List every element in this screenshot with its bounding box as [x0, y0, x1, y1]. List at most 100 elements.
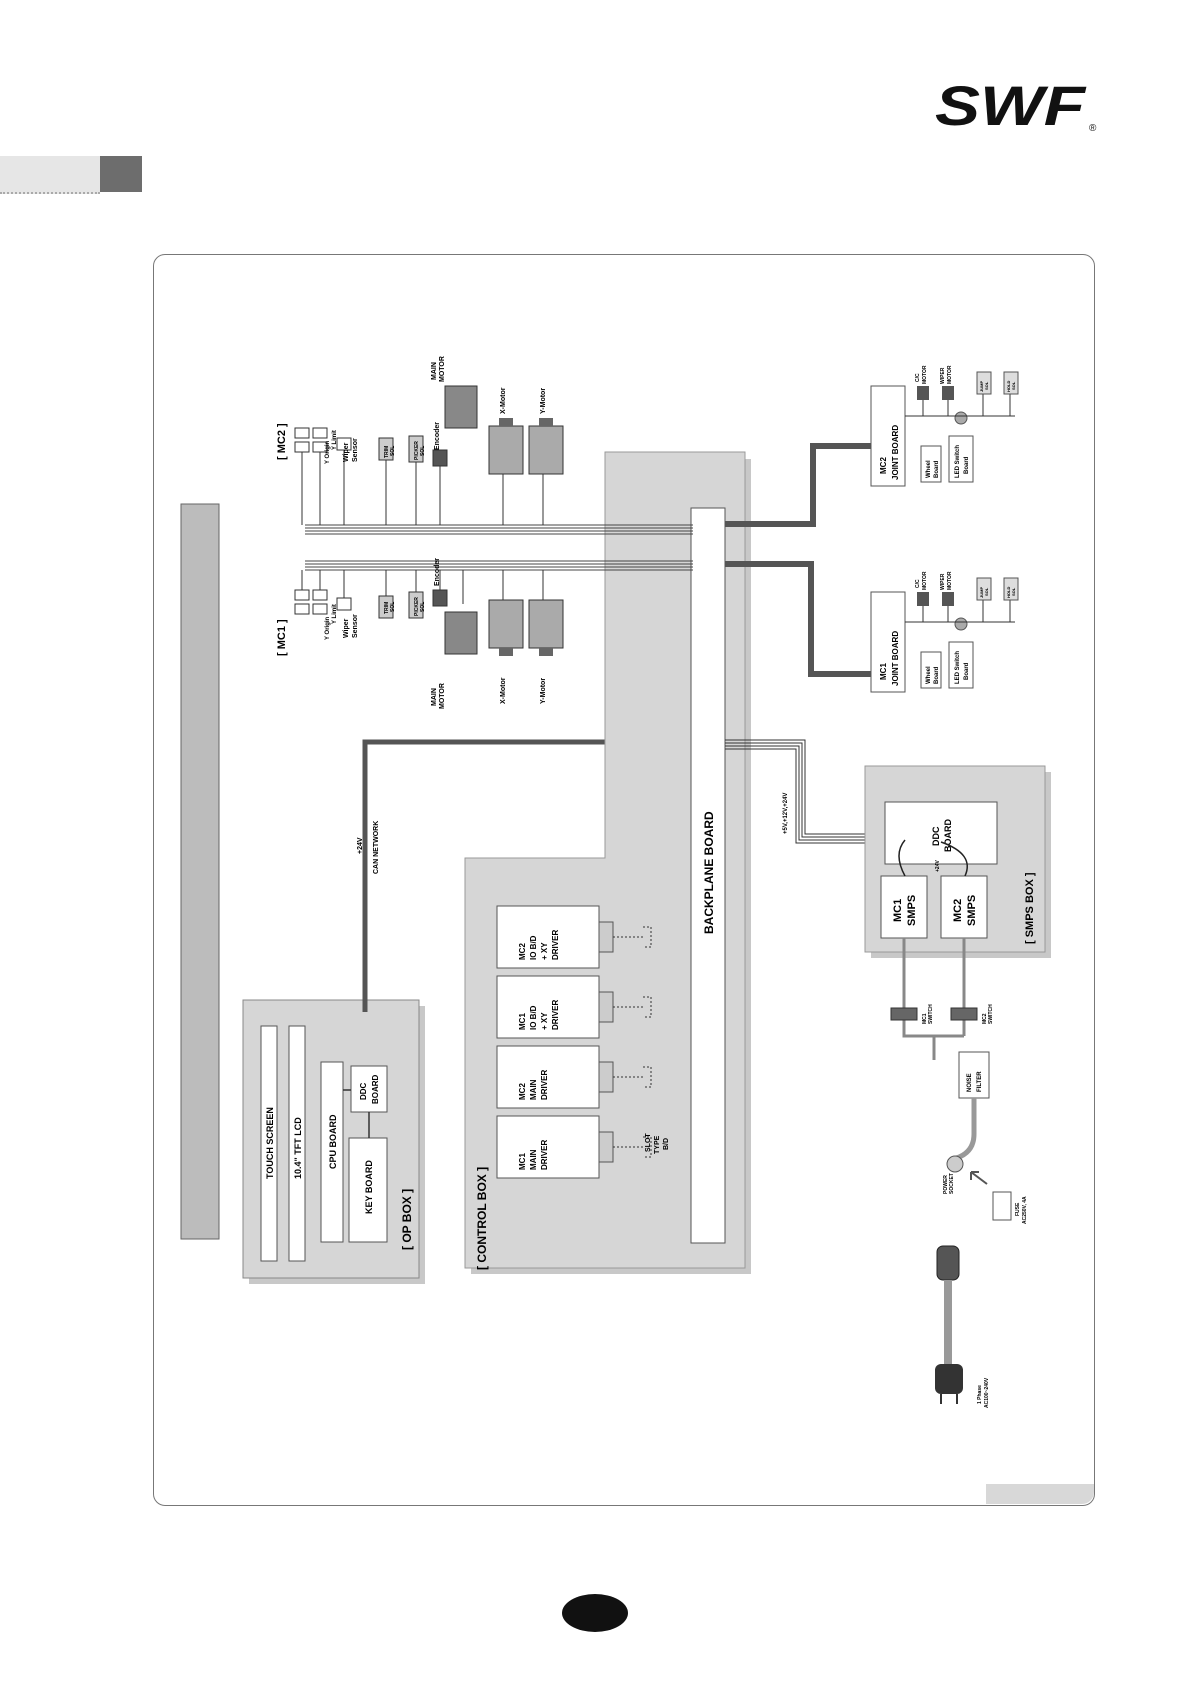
socket-2: SOCKET: [949, 1173, 955, 1194]
mc2-switch-2: SWITCH: [988, 1004, 994, 1024]
mc2-y-limit: Y Limit: [332, 430, 338, 450]
driver-card-label: MC1: [518, 1153, 527, 1170]
mc1-led-icon: [954, 617, 968, 631]
driver-card-label: MAIN: [529, 1079, 538, 1100]
mc1-led-board: [948, 641, 974, 689]
mc1-y-motor-label: Y-Motor: [540, 678, 547, 704]
op-ddc-l1: DDC: [359, 1082, 368, 1100]
mc-bus-lines: [305, 524, 693, 571]
mc1-trim-2: SOL: [390, 602, 396, 612]
driver-card-label: + XY: [540, 1012, 549, 1030]
mc2-jump-2: SOL: [984, 381, 989, 390]
mc2-led-board: [948, 435, 974, 483]
mc2-picker-1: PICKER: [414, 441, 420, 460]
mc2-smps-1: MC2: [952, 899, 964, 922]
driver-card-label: IO B/D: [529, 935, 538, 960]
power-plug: [935, 1364, 963, 1394]
mc2-encoder: Encoder: [434, 422, 441, 450]
op-box-label: [ OP BOX ]: [400, 1189, 414, 1250]
slot-type-l1: SLOT: [645, 1133, 652, 1152]
mc1-cc-motor: [917, 592, 929, 606]
mc2-switch-1: MC2: [982, 1013, 988, 1024]
mc2-wiper-1: Wiper: [343, 442, 350, 462]
mc1-main-motor-1: MAIN: [431, 688, 438, 706]
mc2-label: [ MC2 ]: [276, 423, 288, 460]
mc1-joint-group: MC1 JOINT BOARD Wheel Board LED Switch B…: [870, 571, 1019, 693]
mc2-smps-2: SMPS: [966, 895, 978, 926]
mc1-x-motor-label: X-Motor: [500, 677, 507, 704]
smps-ddc-board: [884, 801, 998, 865]
card-connector: [598, 921, 614, 953]
touch-screen-label: TOUCH SCREEN: [265, 1107, 275, 1179]
driver-card-label: IO B/D: [529, 1005, 538, 1030]
mc2-led-1: LED Switch: [955, 445, 961, 478]
mc2-hold-2: SOL: [1011, 381, 1016, 390]
mc1-joint-board: [870, 591, 906, 693]
backplane-board: [690, 507, 726, 1244]
smps-box-label: [ SMPS BOX ]: [1024, 872, 1036, 944]
registered-mark: ®: [1089, 123, 1097, 134]
mc1-cc-1: C/C: [915, 579, 921, 588]
mc1-devices: [ MC1 ] Y Origin Y Limit Wiper Sensor TR…: [276, 558, 564, 709]
smps-24v: +24V: [935, 860, 941, 872]
mc2-wiperm-2: MOTOR: [947, 365, 953, 384]
section-tab-light: [0, 156, 100, 194]
card-connector: [598, 991, 614, 1023]
cpu-board-label: CPU BOARD: [328, 1114, 338, 1169]
driver-card-label: MAIN: [529, 1149, 538, 1170]
mc1-led-2: Board: [964, 662, 970, 680]
frame-corner-tab: [986, 1484, 1094, 1504]
mc1-wheel-board: [920, 651, 942, 689]
mc1-cc-2: MOTOR: [922, 571, 928, 590]
driver-card-label: + XY: [540, 942, 549, 960]
power-connector: [936, 1245, 960, 1281]
control-box-label: [ CONTROL BOX ]: [475, 1167, 489, 1270]
mc1-y-limit: Y Limit: [332, 604, 338, 624]
mc2-hold-1: HOLD: [1006, 381, 1011, 392]
card-connector: [598, 1061, 614, 1093]
mc2-switch[interactable]: [950, 1007, 978, 1021]
mc1-joint-l1: MC1: [879, 663, 888, 680]
mc2-cc-motor: [917, 386, 929, 400]
phase-1: 1 Phase: [977, 1385, 983, 1404]
mc1-led-1: LED Switch: [955, 651, 961, 684]
mc1-switch[interactable]: [890, 1007, 918, 1021]
driver-card-label: DRIVER: [551, 930, 560, 960]
mc2-cc-1: C/C: [915, 373, 921, 382]
mc1-main-motor: [444, 611, 478, 655]
mc2-y-motor: [528, 425, 564, 475]
slot-connector: [613, 996, 652, 1018]
grey-title-bar: [180, 503, 220, 1240]
socket-1: POWER: [943, 1175, 949, 1194]
mc2-devices: [ MC2 ] Y Origin Y Limit Wiper Sensor TR…: [276, 356, 564, 525]
mc2-y-origin: Y Origin: [325, 440, 331, 464]
mc2-joint-group: MC2 JOINT BOARD Wheel Board LED Switch B…: [870, 365, 1019, 487]
mc1-wiperm-1: WIPER: [940, 573, 946, 590]
fuse: [992, 1191, 1012, 1221]
mc2-joint-l1: MC2: [879, 457, 888, 474]
fuse-1: FUSE: [1015, 1202, 1021, 1216]
backplane-label: BACKPLANE BOARD: [702, 811, 716, 934]
mc2-joint-board: [870, 385, 906, 487]
lcd-label: 10.4" TFT LCD: [293, 1117, 303, 1179]
mc1-joint-cable: [725, 561, 873, 677]
mc1-jump-2: SOL: [984, 587, 989, 596]
mc2-joint-cable: [725, 443, 873, 527]
mc2-main-motor-1: MAIN: [431, 362, 438, 380]
mc2-wheel-board: [920, 445, 942, 483]
op-ddc-board: [350, 1065, 388, 1113]
card-connector: [598, 1131, 614, 1163]
op-ddc-l2: BOARD: [371, 1074, 380, 1104]
driver-card-label: DRIVER: [540, 1140, 549, 1170]
mc2-joint-l2: JOINT BOARD: [891, 425, 900, 480]
mc2-y-motor-label: Y-Motor: [540, 388, 547, 414]
key-board-label: KEY BOARD: [364, 1160, 374, 1214]
mc1-y-motor: [528, 599, 564, 649]
mc1-wheel-2: Board: [934, 666, 940, 684]
driver-card-3: [496, 975, 600, 1039]
phase-2: AC100~240V: [984, 1377, 990, 1408]
system-block-diagram: TOUCH SCREEN 10.4" TFT LCD CPU BOARD DDC…: [180, 356, 1051, 1408]
key-board: [348, 1137, 388, 1243]
mc1-trim-1: TRIM: [384, 602, 390, 614]
